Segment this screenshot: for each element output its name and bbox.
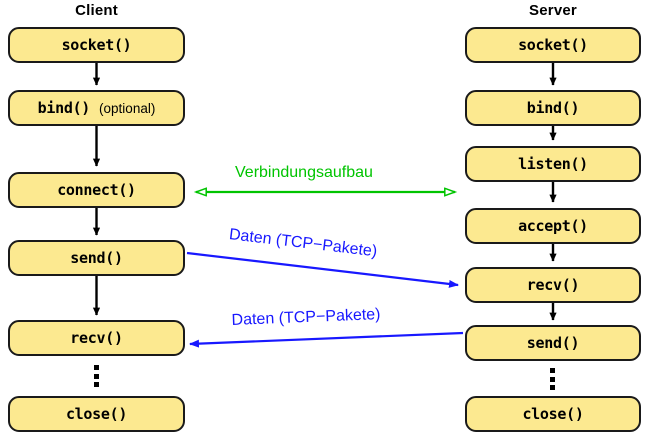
- server-node-listen[interactable]: listen(): [465, 146, 641, 182]
- client-node-send[interactable]: send(): [8, 240, 185, 276]
- client-node-socket-label: socket(): [61, 36, 132, 54]
- client-node-connect-label: connect(): [57, 181, 136, 199]
- column-title-client: Client: [75, 2, 118, 19]
- client-node-close[interactable]: close(): [8, 396, 185, 432]
- server-node-socket[interactable]: socket(): [465, 27, 641, 63]
- server-node-listen-label: listen(): [518, 155, 588, 173]
- client-node-recv[interactable]: recv(): [8, 320, 185, 356]
- client-node-socket[interactable]: socket(): [8, 27, 185, 63]
- edge-label-connection-setup: Verbindungsaufbau: [235, 164, 373, 181]
- server-node-bind-label: bind(): [526, 99, 580, 117]
- client-node-bind-label: bind(): [37, 99, 91, 117]
- client-node-connect[interactable]: connect(): [8, 172, 185, 208]
- client-node-close-label: close(): [65, 405, 128, 423]
- client-node-bind[interactable]: bind() (optional): [8, 90, 185, 126]
- server-node-recv-label: recv(): [526, 276, 580, 294]
- edge-label-data-server-to-client: Daten (TCP−Pakete): [231, 306, 381, 330]
- server-node-recv[interactable]: recv(): [465, 267, 641, 303]
- data-arrow-server-to-client: [189, 331, 464, 348]
- client-node-recv-label: recv(): [70, 329, 123, 347]
- column-title-server: Server: [529, 2, 577, 19]
- server-node-accept-label: accept(): [518, 217, 588, 235]
- server-node-send[interactable]: send(): [465, 325, 641, 361]
- server-node-accept[interactable]: accept(): [465, 208, 641, 244]
- client-node-send-label: send(): [70, 249, 123, 267]
- client-ellipsis-icon: [94, 365, 99, 387]
- edge-label-data-client-to-server: Daten (TCP−Pakete): [228, 226, 379, 261]
- server-node-close-label: close(): [522, 405, 584, 423]
- client-node-bind-optional-note: (optional): [99, 100, 156, 116]
- data-arrow-client-to-server: [186, 251, 459, 288]
- server-ellipsis-icon: [550, 368, 555, 390]
- server-node-socket-label: socket(): [518, 36, 588, 54]
- server-node-close[interactable]: close(): [465, 396, 641, 432]
- server-node-send-label: send(): [526, 334, 580, 352]
- server-node-bind[interactable]: bind(): [465, 90, 641, 126]
